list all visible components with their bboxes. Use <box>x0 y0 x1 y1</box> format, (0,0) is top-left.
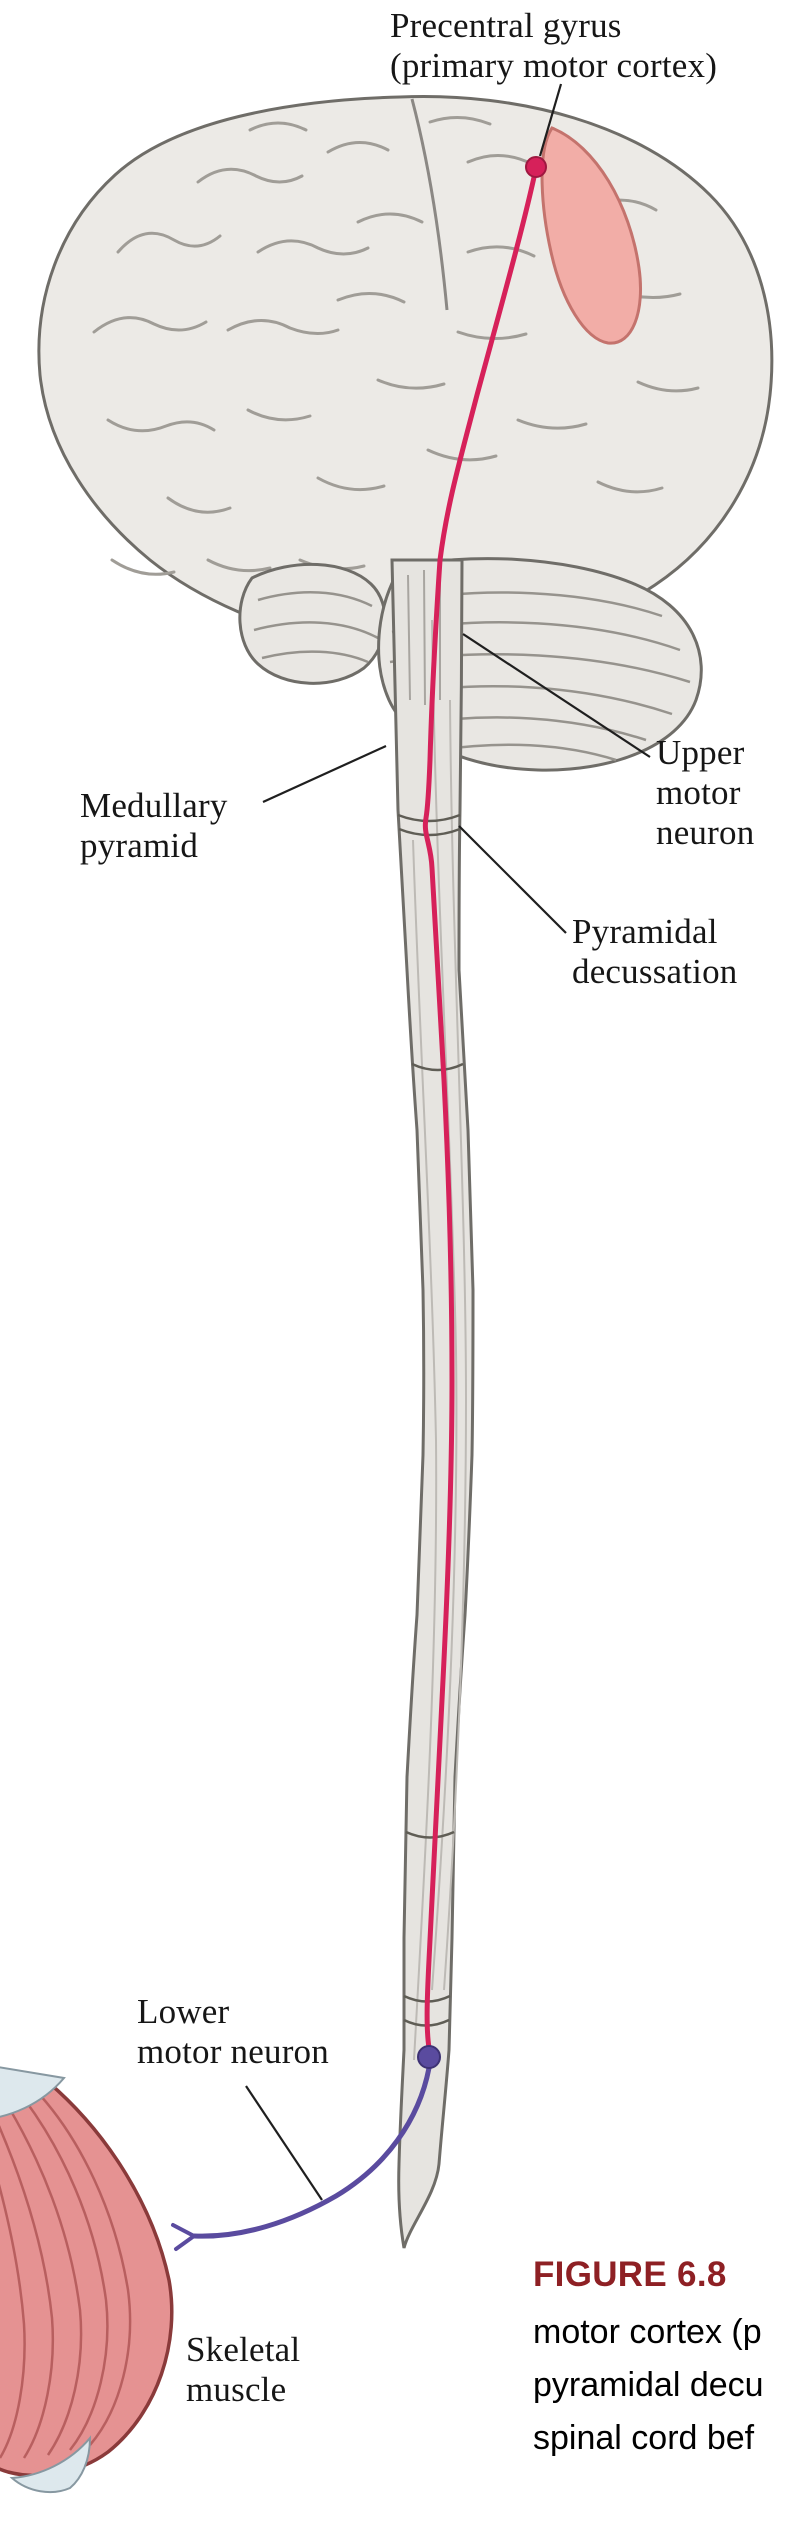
spinal-cord-group <box>390 558 475 2249</box>
label-skeletal-muscle: Skeletal muscle <box>186 2330 300 2410</box>
brainstem-spinal-cord-outline <box>390 558 475 2249</box>
label-upper-motor-neuron-line2: motor <box>656 772 741 812</box>
caption-text: motor cortex (p pyramidal decu spinal co… <box>533 2309 764 2462</box>
spinal-segment-rings <box>397 813 464 2027</box>
leader-lines-group <box>245 83 651 2201</box>
label-lower-motor-neuron-line2: motor neuron <box>137 2031 329 2071</box>
muscle-body <box>0 2080 174 2478</box>
caption-line1: motor cortex (p <box>533 2313 762 2351</box>
label-upper-motor-neuron: Upper motor neuron <box>656 733 754 853</box>
figure-caption: FIGURE 6.8 motor cortex (p pyramidal dec… <box>533 2255 764 2462</box>
upper-motor-neuron-group <box>422 156 547 2051</box>
upper-motor-neuron-soma-dot <box>525 156 547 178</box>
corticospinal-tract-path <box>422 165 539 2051</box>
label-pyramidal-decussation-line1: Pyramidal <box>572 912 718 951</box>
spinal-cord-striations <box>412 619 468 2061</box>
lower-motor-neuron-soma-dot <box>417 2045 441 2069</box>
label-upper-motor-neuron-line1: Upper <box>656 733 745 772</box>
label-upper-motor-neuron-line3: neuron <box>656 812 755 852</box>
pyramidal-decussation-leader-line <box>458 825 567 934</box>
figure-number: FIGURE 6.8 <box>533 2255 727 2294</box>
cerebellum-left-folia <box>253 591 379 664</box>
lower-motor-neuron-group <box>171 2045 441 2251</box>
lower-motor-neuron-leader-line <box>245 2085 323 2201</box>
precentral-gyrus-highlight <box>540 126 643 345</box>
label-medullary-pyramid-line1: Medullary <box>80 786 228 825</box>
label-precentral-gyrus-line2: (primary motor cortex) <box>390 45 718 85</box>
label-medullary-pyramid: Medullary pyramid <box>80 786 228 866</box>
muscle-striations <box>0 2094 132 2459</box>
upper-motor-neuron-leader-line <box>462 633 651 758</box>
caption-line2: pyramidal decu <box>533 2365 764 2404</box>
label-medullary-pyramid-line2: pyramid <box>80 825 199 865</box>
precentral-gyrus-leader-line <box>538 83 563 157</box>
label-precentral-gyrus-line1: Precentral gyrus <box>390 6 622 45</box>
longitudinal-fissure <box>410 98 449 311</box>
label-skeletal-muscle-line1: Skeletal <box>186 2330 301 2369</box>
label-lower-motor-neuron: Lower motor neuron <box>137 1992 329 2072</box>
cerebellum-folia <box>389 591 691 762</box>
label-lower-motor-neuron-line1: Lower <box>137 1992 230 2031</box>
label-precentral-gyrus: Precentral gyrus (primary motor cortex) <box>390 6 717 86</box>
skeletal-muscle-group <box>0 2066 174 2494</box>
label-pyramidal-decussation-line2: decussation <box>572 951 738 991</box>
label-skeletal-muscle-line2: muscle <box>186 2369 287 2409</box>
medullary-pyramid-leader-line <box>262 744 387 804</box>
cerebellum-group <box>238 557 703 772</box>
lower-motor-neuron-axon <box>191 2065 432 2239</box>
muscle-tendon-bottom <box>9 2435 92 2494</box>
axon-terminal-branches <box>171 2223 196 2251</box>
caption-line3: spinal cord bef <box>533 2418 755 2457</box>
label-pyramidal-decussation: Pyramidal decussation <box>572 912 738 992</box>
muscle-tendon-top <box>0 2066 66 2118</box>
cerebellum-left-lobe <box>238 562 387 685</box>
